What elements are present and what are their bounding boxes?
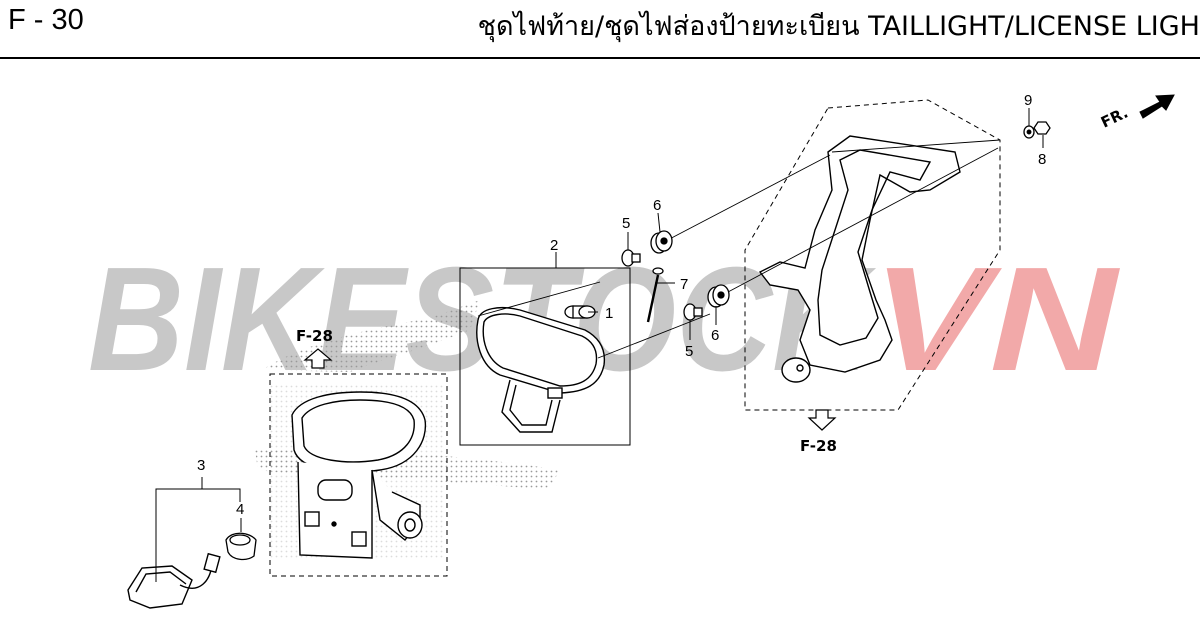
rubber-plug xyxy=(225,532,257,561)
license-bracket-box xyxy=(744,99,1001,411)
front-label: FR. xyxy=(1098,104,1131,132)
taillight-housing xyxy=(291,391,427,559)
collar-part xyxy=(564,305,596,319)
license-plate-bracket xyxy=(659,135,1001,383)
page-header: F - 30 ชุดไฟท้าย/ชุดไฟส่องป้ายทะเบียน TA… xyxy=(0,0,1200,60)
small-hardware xyxy=(621,121,1051,323)
callout-4: 4 xyxy=(236,501,244,518)
callout-5-upper: 5 xyxy=(622,215,630,232)
callout-leaders xyxy=(155,108,1044,582)
callout-2: 2 xyxy=(550,237,558,254)
watermark: BIKESTOCK VN xyxy=(88,237,1121,402)
nut-8 xyxy=(1033,121,1051,135)
taillight-housing-box xyxy=(269,373,448,577)
parts-diagram: BIKESTOCK VN xyxy=(88,92,1175,609)
callout-1: 1 xyxy=(605,305,613,322)
page-code: F - 30 xyxy=(8,4,84,36)
arrow-down-icon xyxy=(807,409,837,431)
license-light xyxy=(127,552,221,609)
reference-arrow-upper: F-28 xyxy=(296,327,333,369)
reference-arrow-label: F-28 xyxy=(800,437,837,455)
callout-3: 3 xyxy=(197,457,205,474)
front-arrow-icon xyxy=(1139,94,1175,119)
watermark-text-accent: VN xyxy=(872,237,1121,402)
title-divider xyxy=(0,57,1200,59)
reference-arrow-label: F-28 xyxy=(296,327,333,345)
callout-9: 9 xyxy=(1024,92,1032,109)
callout-8: 8 xyxy=(1038,151,1046,168)
taillight-assembly xyxy=(476,281,711,433)
reference-arrow-lower: F-28 xyxy=(800,409,837,455)
arrow-up-icon xyxy=(303,348,333,369)
callout-6-lower: 6 xyxy=(711,327,719,344)
front-direction-marker: FR. xyxy=(1098,94,1175,132)
callout-5-lower: 5 xyxy=(685,343,693,360)
group-boxes xyxy=(269,99,1001,577)
page-title: ชุดไฟท้าย/ชุดไฟส่องป้ายทะเบียน TAILLIGHT… xyxy=(477,11,1200,42)
callout-labels: 1 2 3 4 5 5 6 6 7 8 9 xyxy=(197,92,1046,518)
callout-7: 7 xyxy=(680,276,688,293)
callout-6-upper: 6 xyxy=(653,197,661,214)
